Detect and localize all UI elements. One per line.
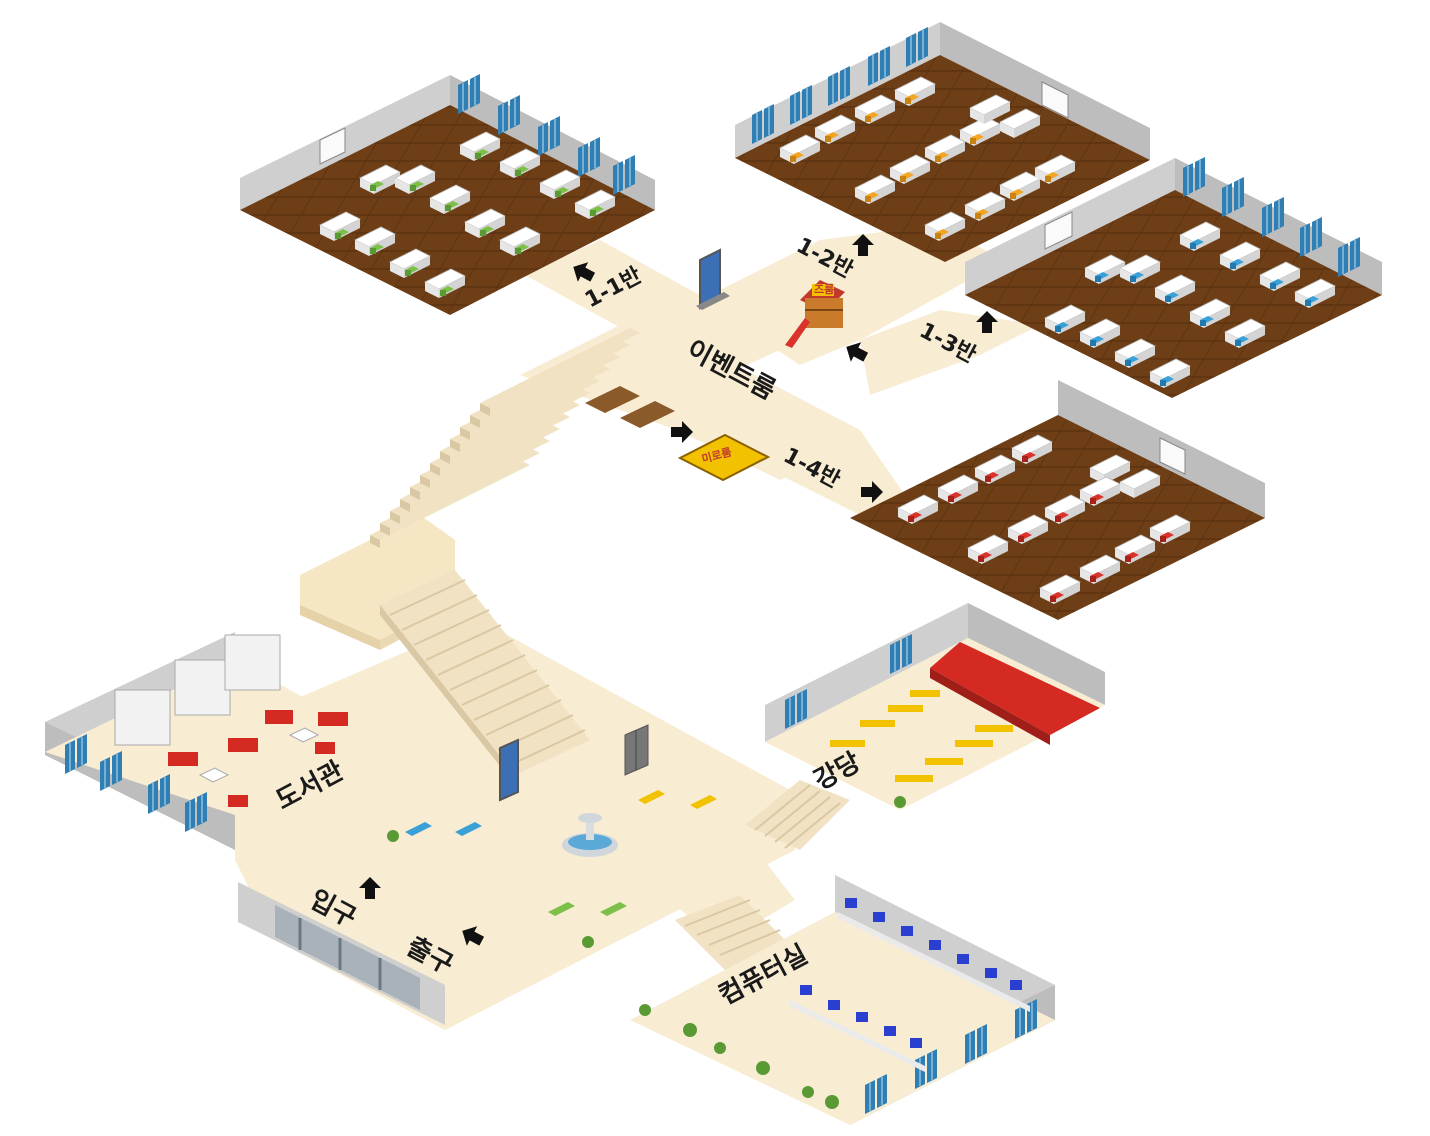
classroom-1-3 [965, 156, 1382, 398]
event-room-props [585, 248, 845, 482]
kiosk-icon [499, 738, 519, 802]
fountain-icon [562, 813, 618, 857]
classroom-1-1 [240, 73, 655, 315]
lower-staircase [380, 570, 590, 785]
floor-mat [677, 433, 771, 482]
computer-room [630, 875, 1055, 1125]
slide-playground-icon [785, 280, 845, 348]
classroom-1-4 [850, 380, 1265, 620]
plant-icon [387, 796, 906, 1109]
classroom-1-2 [735, 22, 1150, 262]
library [45, 632, 348, 850]
sofa-icon [405, 790, 717, 916]
entrance-wall [238, 882, 445, 1025]
upper-staircase [370, 328, 640, 548]
elevator-icon [624, 724, 649, 776]
auditorium [765, 603, 1105, 810]
monitor-row [790, 898, 1030, 1072]
auditorium-staircase [745, 780, 850, 850]
lobby-props [387, 724, 906, 1109]
computer-room-staircase [675, 895, 785, 970]
label-slide-sign: 즈룸 [814, 283, 834, 296]
